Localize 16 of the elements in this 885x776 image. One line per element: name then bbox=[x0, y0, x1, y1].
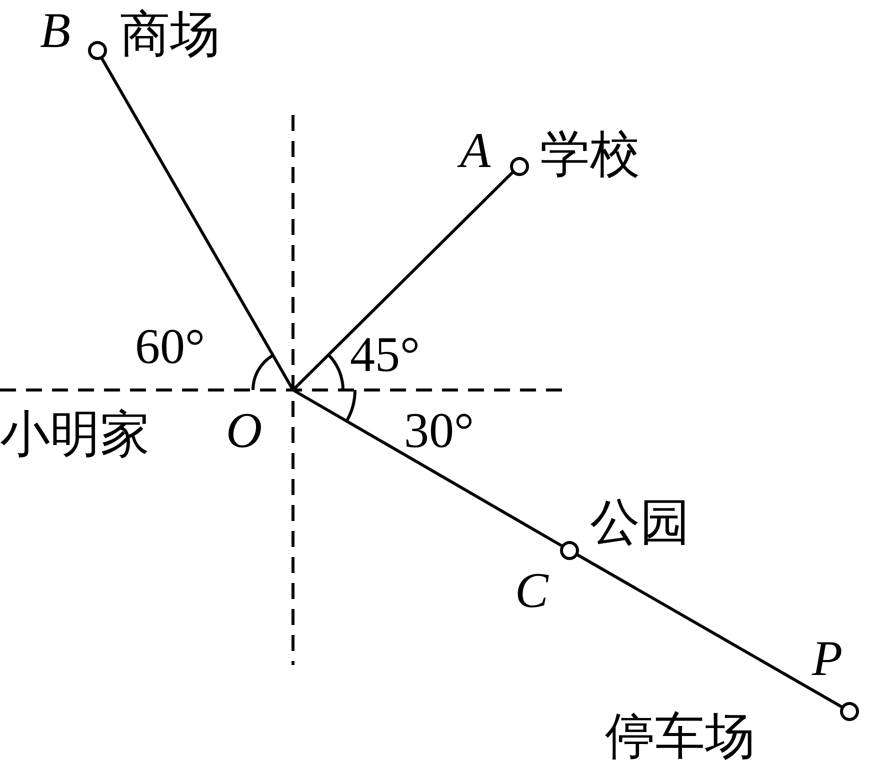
angle-label: 30° bbox=[404, 402, 474, 458]
connector-line bbox=[100, 56, 294, 391]
angle-label: 45° bbox=[350, 326, 420, 382]
angle-label: 60° bbox=[135, 318, 205, 374]
place-name: 商场 bbox=[120, 6, 220, 62]
place-name: 公园 bbox=[590, 494, 690, 550]
point-letter: O bbox=[226, 402, 262, 458]
connector-line bbox=[575, 552, 843, 708]
connector-line bbox=[292, 388, 563, 548]
point-letter: P bbox=[812, 630, 843, 686]
point-letter: C bbox=[515, 562, 548, 618]
place-name: 停车场 bbox=[605, 708, 755, 764]
point-letter: B bbox=[40, 2, 71, 58]
connector-line bbox=[292, 170, 514, 392]
place-name: 学校 bbox=[540, 126, 640, 182]
place-name: 小明家 bbox=[0, 406, 150, 462]
